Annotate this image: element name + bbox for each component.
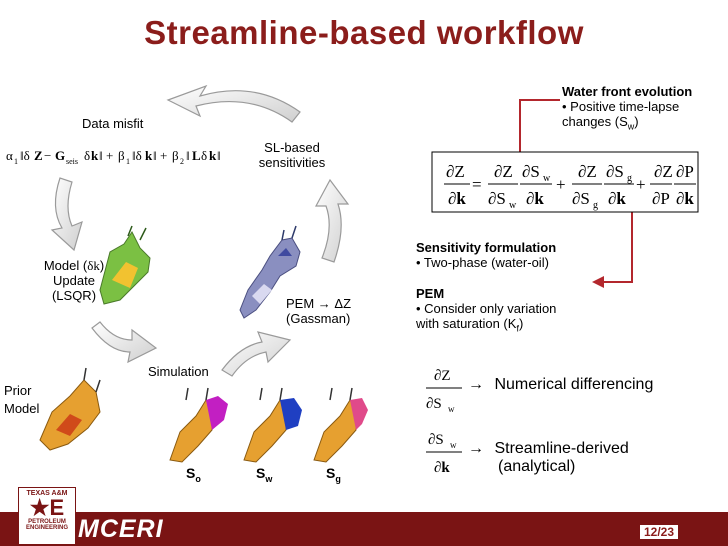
svg-text:∂P: ∂P [676,162,694,181]
svg-text:+: + [636,175,646,194]
svg-text:∂S: ∂S [426,396,442,412]
svg-text:∂k: ∂k [434,460,450,476]
svg-text:k: k [145,148,153,163]
svg-text:+: + [160,148,167,163]
mceri-brand: MCERI [78,515,164,543]
sw-label: Sw [256,465,273,484]
svg-text:∂k: ∂k [526,189,544,208]
page-number: 12/23 [640,525,679,539]
streamline-derived-row: → Streamline-derived (analytical) [468,440,629,475]
dsw-dk-fraction: ∂S w ∂k [426,432,462,476]
sensitivity-formula-box [431,151,699,213]
svg-text:‖: ‖ [153,148,157,163]
arrow-sim-to-pem [221,331,292,377]
footer-bar [0,512,728,546]
sl-based-sensitivities-label: SL-based sensitivities [258,140,326,170]
svg-text:1: 1 [126,157,130,166]
svg-text:∂k: ∂k [608,189,626,208]
svg-text:∂Z: ∂Z [654,162,673,181]
svg-text:δ: δ [84,148,90,163]
pem-reservoir [239,225,301,319]
svg-text:k: k [91,148,99,163]
svg-text:∂Z: ∂Z [446,162,465,181]
svg-text:∂S: ∂S [522,162,540,181]
svg-text:+: + [106,148,113,163]
svg-text:+: + [556,175,566,194]
prior-model-reservoir [39,367,101,451]
svg-text:w: w [448,404,455,414]
svg-text:w: w [543,173,551,184]
svg-text:‖δ: ‖δ [20,148,30,163]
svg-text:∂Z: ∂Z [434,368,451,384]
prior-model-label: Prior Model [4,383,40,416]
svg-text:g: g [627,173,632,184]
arrow-model-to-sim [91,321,158,364]
arrow-right [314,178,350,263]
model-update-reservoir [99,225,151,305]
slide-title: Streamline-based workflow [144,14,584,51]
svg-text:β: β [172,148,179,163]
svg-text:∂S: ∂S [606,162,624,181]
right-arrow-icon: → [468,440,484,457]
numerical-differencing-row: → Numerical differencing [468,376,654,393]
svg-text:∂S: ∂S [488,189,506,208]
svg-text:‖: ‖ [99,148,103,163]
so-label: So [186,465,201,484]
pem-gassman-label: PEM → ΔZ (Gassman) [286,296,352,326]
right-arrow-icon: → [468,376,484,393]
svg-text:∂k: ∂k [448,189,466,208]
sg-label: Sg [326,465,341,484]
tamu-petroleum-logo: TEXAS A&M ★E PETROLEUM ENGINEERING [18,487,76,545]
sw-reservoir [243,387,302,463]
svg-text:‖: ‖ [186,148,190,163]
pem-block: PEM • Consider only variation with satur… [416,286,557,334]
connector-water-front [519,99,560,152]
svg-text:w: w [450,440,457,450]
svg-text:β: β [118,148,125,163]
svg-text:‖: ‖ [217,148,221,163]
svg-text:1: 1 [14,157,18,166]
model-update-label: Model (δk) Update (LSQR) [43,258,105,303]
svg-text:=: = [472,175,482,194]
svg-text:∂k: ∂k [676,189,694,208]
svg-text:G: G [55,148,65,163]
svg-text:seis: seis [66,157,78,166]
svg-text:α: α [6,148,13,163]
data-misfit-label: Data misfit [82,116,144,131]
svg-text:2: 2 [180,157,184,166]
arrow-left [50,177,83,252]
svg-text:−: − [44,148,51,163]
water-front-block: Water front evolution • Positive time-la… [562,84,693,132]
sensitivity-formulation-block: Sensitivity formulation • Two-phase (wat… [416,240,557,270]
connector-sensitivity [604,212,633,283]
svg-text:g: g [593,200,598,211]
dz-dsw-fraction: ∂Z ∂S w [426,368,462,414]
svg-text:w: w [509,200,517,211]
simulation-label: Simulation [148,364,209,379]
logo-star-icon: ★E [29,495,65,520]
svg-text:‖δ: ‖δ [132,148,142,163]
svg-text:L: L [192,148,201,163]
svg-text:∂Z: ∂Z [494,162,513,181]
svg-text:Z: Z [34,148,43,163]
arrow-top [166,84,301,123]
so-reservoir [169,387,228,463]
svg-text:∂S: ∂S [428,432,444,448]
svg-text:δ: δ [201,148,207,163]
svg-text:∂Z: ∂Z [578,162,597,181]
svg-text:∂S: ∂S [572,189,590,208]
svg-text:∂P: ∂P [652,189,670,208]
svg-text:k: k [209,148,217,163]
sg-reservoir [313,387,368,463]
